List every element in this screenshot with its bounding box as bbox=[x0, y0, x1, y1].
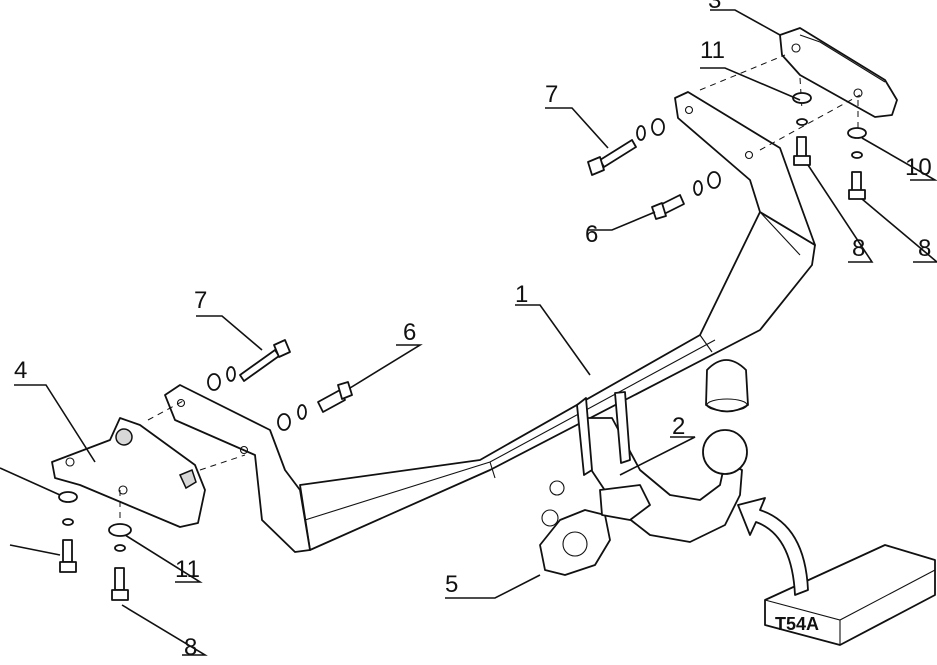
callout-11-left: 11 bbox=[175, 556, 200, 583]
callout-labels: 1 2 3 4 5 6 6 7 7 8 8 8 10 11 11 T54A bbox=[14, 0, 932, 661]
socket-plate bbox=[539, 480, 651, 576]
right-bolt-7 bbox=[587, 118, 665, 176]
callout-7-right: 7 bbox=[545, 81, 558, 108]
crossbeam bbox=[299, 211, 816, 551]
right-side-bracket bbox=[674, 91, 816, 246]
left-bolt-6 bbox=[277, 381, 353, 431]
right-vertical-bolts bbox=[792, 92, 867, 200]
right-mounting-plate bbox=[779, 27, 898, 118]
left-vertical-bolts bbox=[58, 491, 132, 601]
callout-7-left: 7 bbox=[194, 287, 207, 314]
callout-4: 4 bbox=[14, 357, 27, 384]
callout-2: 2 bbox=[672, 413, 685, 440]
callout-1: 1 bbox=[515, 281, 528, 308]
callout-6-right: 6 bbox=[585, 221, 598, 248]
left-bolt-7 bbox=[207, 339, 291, 391]
assembly-guide-lines bbox=[119, 54, 861, 520]
accessory-box bbox=[737, 497, 936, 646]
right-bolt-6 bbox=[651, 171, 721, 220]
left-side-bracket bbox=[164, 384, 311, 553]
callout-3: 3 bbox=[708, 0, 721, 14]
accessory-box-label: T54A bbox=[775, 614, 819, 634]
leader-lines bbox=[0, 9, 937, 656]
tow-ball-assembly bbox=[576, 359, 749, 543]
callout-11-right: 11 bbox=[700, 37, 725, 64]
callout-8-left: 8 bbox=[184, 634, 197, 660]
callout-5: 5 bbox=[445, 571, 458, 598]
callout-8-right-b: 8 bbox=[918, 235, 931, 262]
left-mounting-plate bbox=[51, 417, 206, 528]
curved-arrow-icon bbox=[737, 497, 809, 596]
callout-10: 10 bbox=[905, 154, 932, 181]
callout-8-right-a: 8 bbox=[852, 235, 865, 262]
callout-6-left: 6 bbox=[403, 319, 416, 346]
